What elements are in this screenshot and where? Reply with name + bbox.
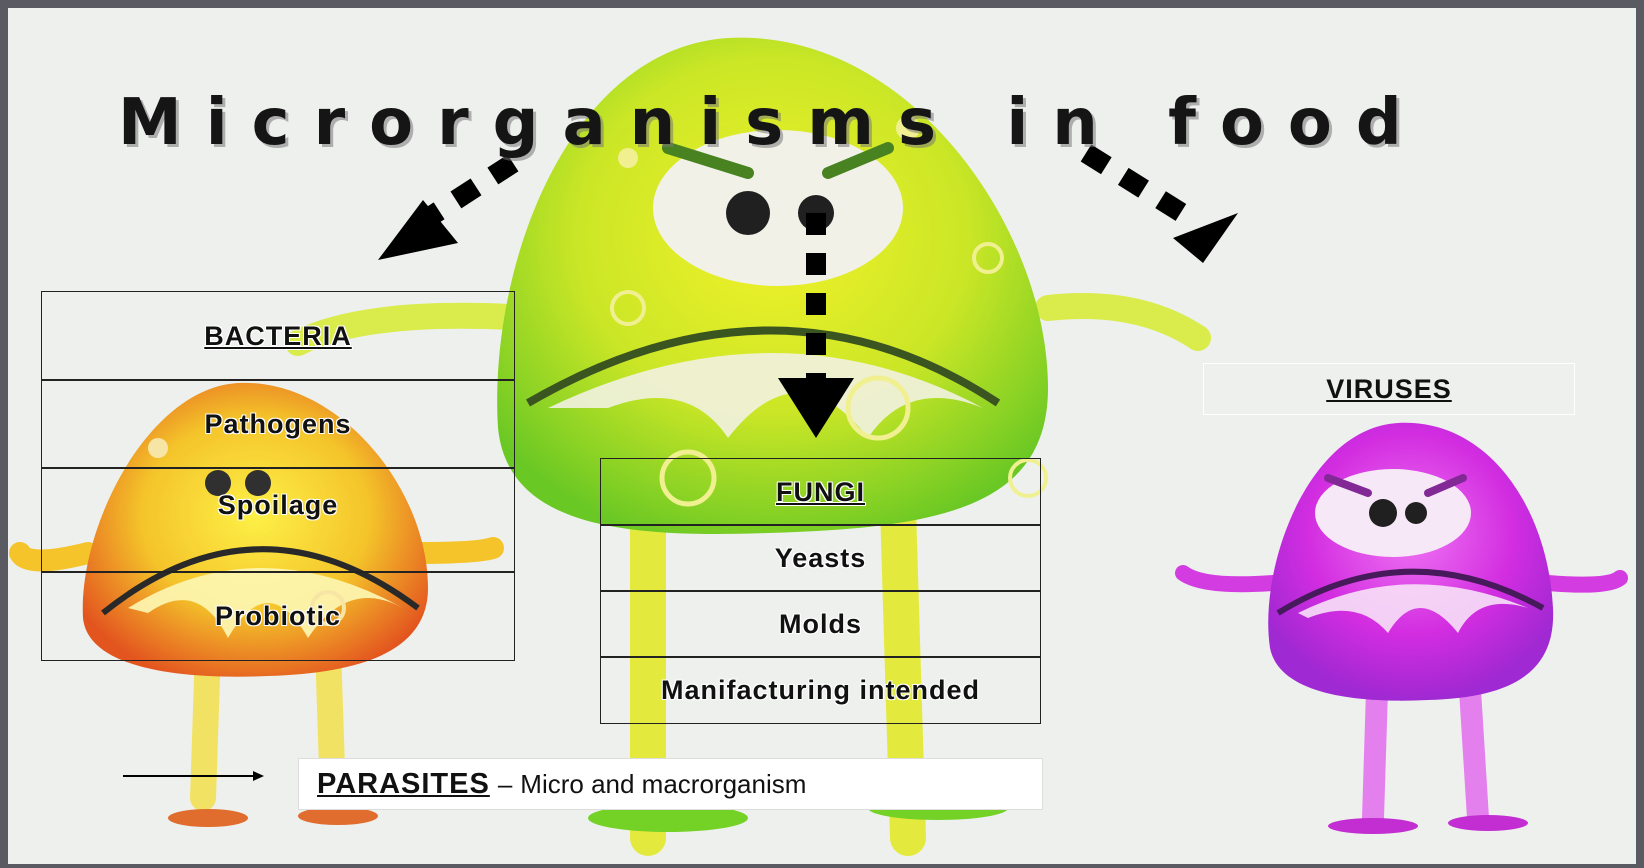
arrow-to-viruses-icon <box>1086 153 1238 263</box>
fungi-item-cell: Manifacturing intended <box>600 656 1041 724</box>
bacteria-item-cell: Spoilage <box>41 467 515 573</box>
fungi-item-cell: Molds <box>600 590 1041 658</box>
slide: Microrganisms in food BACTERIA Pathogens… <box>8 8 1636 864</box>
bacteria-item-pathogens: Pathogens <box>204 409 351 440</box>
bacteria-item-cell: Pathogens <box>41 379 515 469</box>
parasites-description: Micro and macrorganism <box>520 769 806 800</box>
bacteria-heading: BACTERIA <box>204 321 352 352</box>
fungi-item-yeasts: Yeasts <box>775 543 867 574</box>
fungi-heading: FUNGI <box>776 477 865 508</box>
viruses-heading: VIRUSES <box>1203 363 1575 415</box>
bacteria-item-probiotic: Probiotic <box>215 601 341 632</box>
parasites-label: PARASITES – Micro and macrorganism <box>298 758 1043 810</box>
purple-microbe-icon <box>1183 423 1620 834</box>
bacteria-item-cell: Probiotic <box>41 571 515 661</box>
parasites-heading: PARASITES <box>317 768 490 801</box>
bacteria-item-spoilage: Spoilage <box>218 490 339 521</box>
page-title: Microrganisms in food <box>118 86 1498 160</box>
arrow-to-bacteria-icon <box>378 163 513 260</box>
parasites-separator: – <box>498 769 512 800</box>
fungi-heading-cell: FUNGI <box>600 458 1041 526</box>
fungi-item-molds: Molds <box>779 609 862 640</box>
fungi-item-cell: Yeasts <box>600 524 1041 592</box>
fungi-item-manufacturing: Manifacturing intended <box>661 675 980 706</box>
bacteria-heading-cell: BACTERIA <box>41 291 515 381</box>
